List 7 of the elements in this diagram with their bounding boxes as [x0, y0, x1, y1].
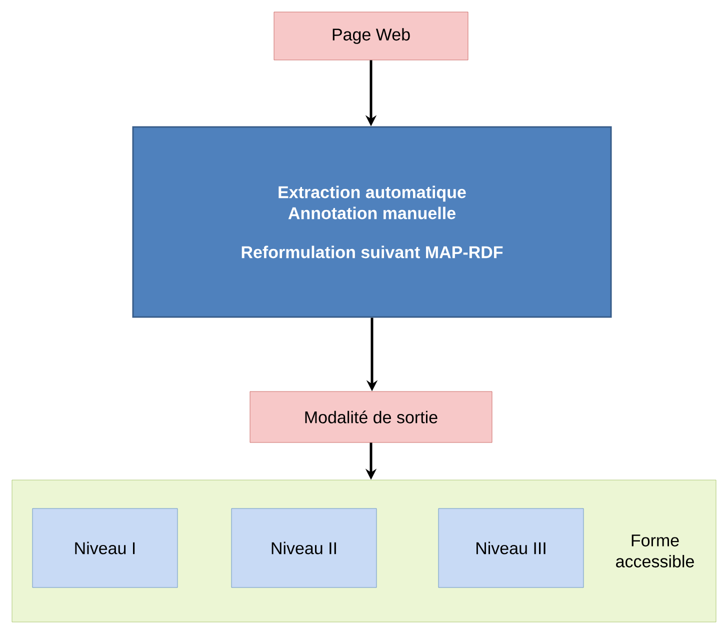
level-box: Niveau II: [231, 508, 377, 588]
level-box: Niveau I: [32, 508, 178, 588]
panel-label: Forme accessible: [616, 534, 694, 568]
process-box: Extraction automatique Annotation manuelle Reformulation suivant MAP-RDF: [132, 126, 612, 318]
level-box: Niveau III: [438, 508, 584, 588]
process-box: Page Web: [274, 12, 468, 60]
process-box: Modalité de sortie: [250, 391, 492, 443]
